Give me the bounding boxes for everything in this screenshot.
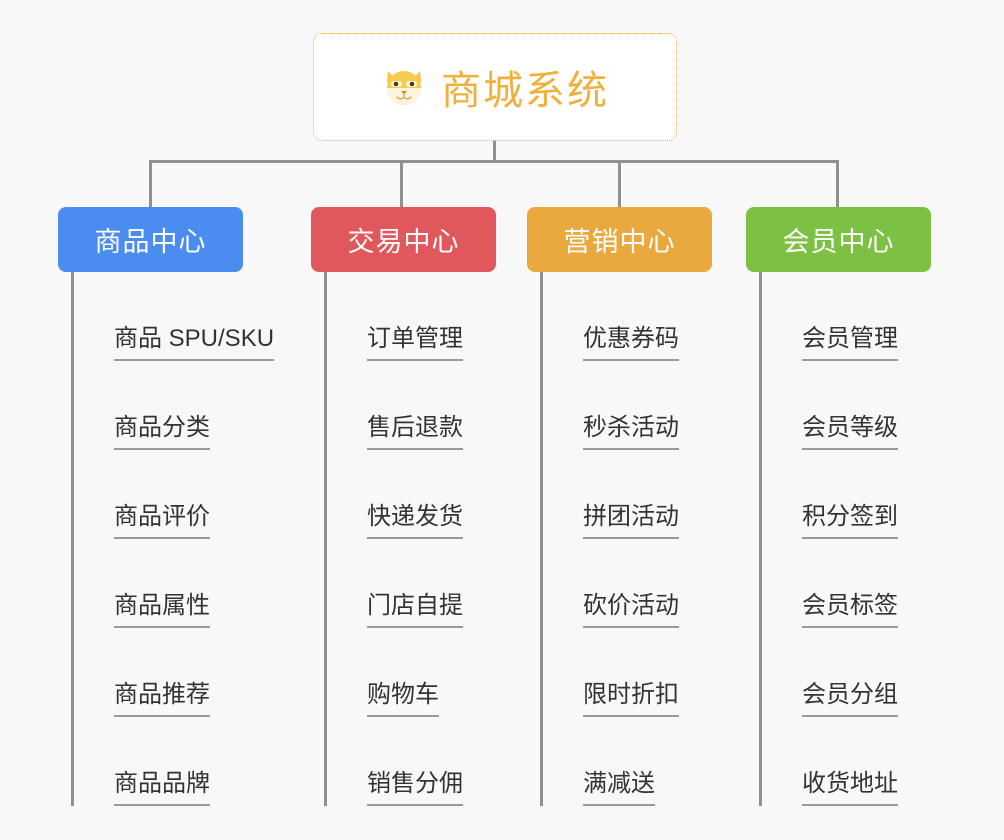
leaf-label: 会员管理 — [802, 325, 898, 361]
leaf-label: 满减送 — [583, 770, 655, 806]
shiba-dog-face-icon — [381, 64, 427, 110]
branch-product-center: 商品中心 商品 SPU/SKU 商品分类 商品评价 商品属性 商品推荐 商品品牌 — [58, 207, 288, 806]
branch-header-member-center[interactable]: 会员中心 — [746, 207, 931, 272]
list-item[interactable]: 商品属性 — [88, 539, 288, 628]
connector-drop-branch-3 — [618, 160, 621, 207]
branch-header-label: 会员中心 — [782, 227, 895, 257]
leaf-list-marketing-center: 优惠券码 秒杀活动 拼团活动 砍价活动 限时折扣 满减送 — [540, 272, 737, 806]
list-item[interactable]: 会员标签 — [776, 539, 956, 628]
connector-drop-branch-4 — [836, 160, 839, 207]
leaf-label: 订单管理 — [367, 325, 463, 361]
list-item[interactable]: 优惠券码 — [557, 272, 737, 361]
leaf-label: 优惠券码 — [583, 325, 679, 361]
branch-header-label: 营销中心 — [563, 227, 676, 257]
leaf-label: 商品分类 — [114, 414, 210, 450]
connector-root-stem — [493, 141, 496, 162]
list-item[interactable]: 商品推荐 — [88, 628, 288, 717]
branch-trade-center: 交易中心 订单管理 售后退款 快递发货 门店自提 购物车 销售分佣 — [311, 207, 521, 806]
leaf-label: 商品品牌 — [114, 770, 210, 806]
list-item[interactable]: 销售分佣 — [341, 717, 521, 806]
leaf-list-trade-center: 订单管理 售后退款 快递发货 门店自提 购物车 销售分佣 — [324, 272, 521, 806]
root-node[interactable]: 商城系统 — [313, 33, 677, 141]
branch-header-label: 商品中心 — [94, 227, 207, 257]
leaf-label: 商品 SPU/SKU — [114, 325, 275, 361]
list-item[interactable]: 秒杀活动 — [557, 361, 737, 450]
leaf-label: 积分签到 — [802, 503, 898, 539]
list-item[interactable]: 商品评价 — [88, 450, 288, 539]
leaf-label: 商品属性 — [114, 592, 210, 628]
connector-drop-branch-1 — [149, 160, 152, 207]
list-item[interactable]: 收货地址 — [776, 717, 956, 806]
leaf-label: 购物车 — [367, 681, 439, 717]
root-title: 商城系统 — [441, 69, 609, 113]
list-item[interactable]: 会员管理 — [776, 272, 956, 361]
list-item[interactable]: 砍价活动 — [557, 539, 737, 628]
connector-horizontal-bus — [149, 160, 839, 163]
list-item[interactable]: 商品 SPU/SKU — [88, 272, 288, 361]
leaf-label: 门店自提 — [367, 592, 463, 628]
leaf-list-product-center: 商品 SPU/SKU 商品分类 商品评价 商品属性 商品推荐 商品品牌 — [71, 272, 288, 806]
leaf-label: 限时折扣 — [583, 681, 679, 717]
leaf-label: 快递发货 — [367, 503, 463, 539]
leaf-label: 销售分佣 — [367, 770, 463, 806]
leaf-label: 售后退款 — [367, 414, 463, 450]
list-item[interactable]: 快递发货 — [341, 450, 521, 539]
list-item[interactable]: 积分签到 — [776, 450, 956, 539]
leaf-label: 砍价活动 — [583, 592, 679, 628]
connector-drop-branch-2 — [400, 160, 403, 207]
branch-header-marketing-center[interactable]: 营销中心 — [527, 207, 712, 272]
leaf-list-member-center: 会员管理 会员等级 积分签到 会员标签 会员分组 收货地址 — [759, 272, 956, 806]
branch-member-center: 会员中心 会员管理 会员等级 积分签到 会员标签 会员分组 收货地址 — [746, 207, 956, 806]
branch-header-product-center[interactable]: 商品中心 — [58, 207, 243, 272]
list-item[interactable]: 商品品牌 — [88, 717, 288, 806]
list-item[interactable]: 拼团活动 — [557, 450, 737, 539]
list-item[interactable]: 会员分组 — [776, 628, 956, 717]
list-item[interactable]: 商品分类 — [88, 361, 288, 450]
leaf-label: 会员等级 — [802, 414, 898, 450]
list-item[interactable]: 会员等级 — [776, 361, 956, 450]
leaf-label: 拼团活动 — [583, 503, 679, 539]
leaf-label: 收货地址 — [802, 770, 898, 806]
branch-header-label: 交易中心 — [347, 227, 460, 257]
leaf-label: 秒杀活动 — [583, 414, 679, 450]
leaf-label: 会员分组 — [802, 681, 898, 717]
leaf-label: 商品评价 — [114, 503, 210, 539]
list-item[interactable]: 限时折扣 — [557, 628, 737, 717]
leaf-label: 会员标签 — [802, 592, 898, 628]
list-item[interactable]: 门店自提 — [341, 539, 521, 628]
leaf-label: 商品推荐 — [114, 681, 210, 717]
branch-marketing-center: 营销中心 优惠券码 秒杀活动 拼团活动 砍价活动 限时折扣 满减送 — [527, 207, 737, 806]
branch-header-trade-center[interactable]: 交易中心 — [311, 207, 496, 272]
list-item[interactable]: 售后退款 — [341, 361, 521, 450]
list-item[interactable]: 购物车 — [341, 628, 521, 717]
list-item[interactable]: 满减送 — [557, 717, 737, 806]
list-item[interactable]: 订单管理 — [341, 272, 521, 361]
